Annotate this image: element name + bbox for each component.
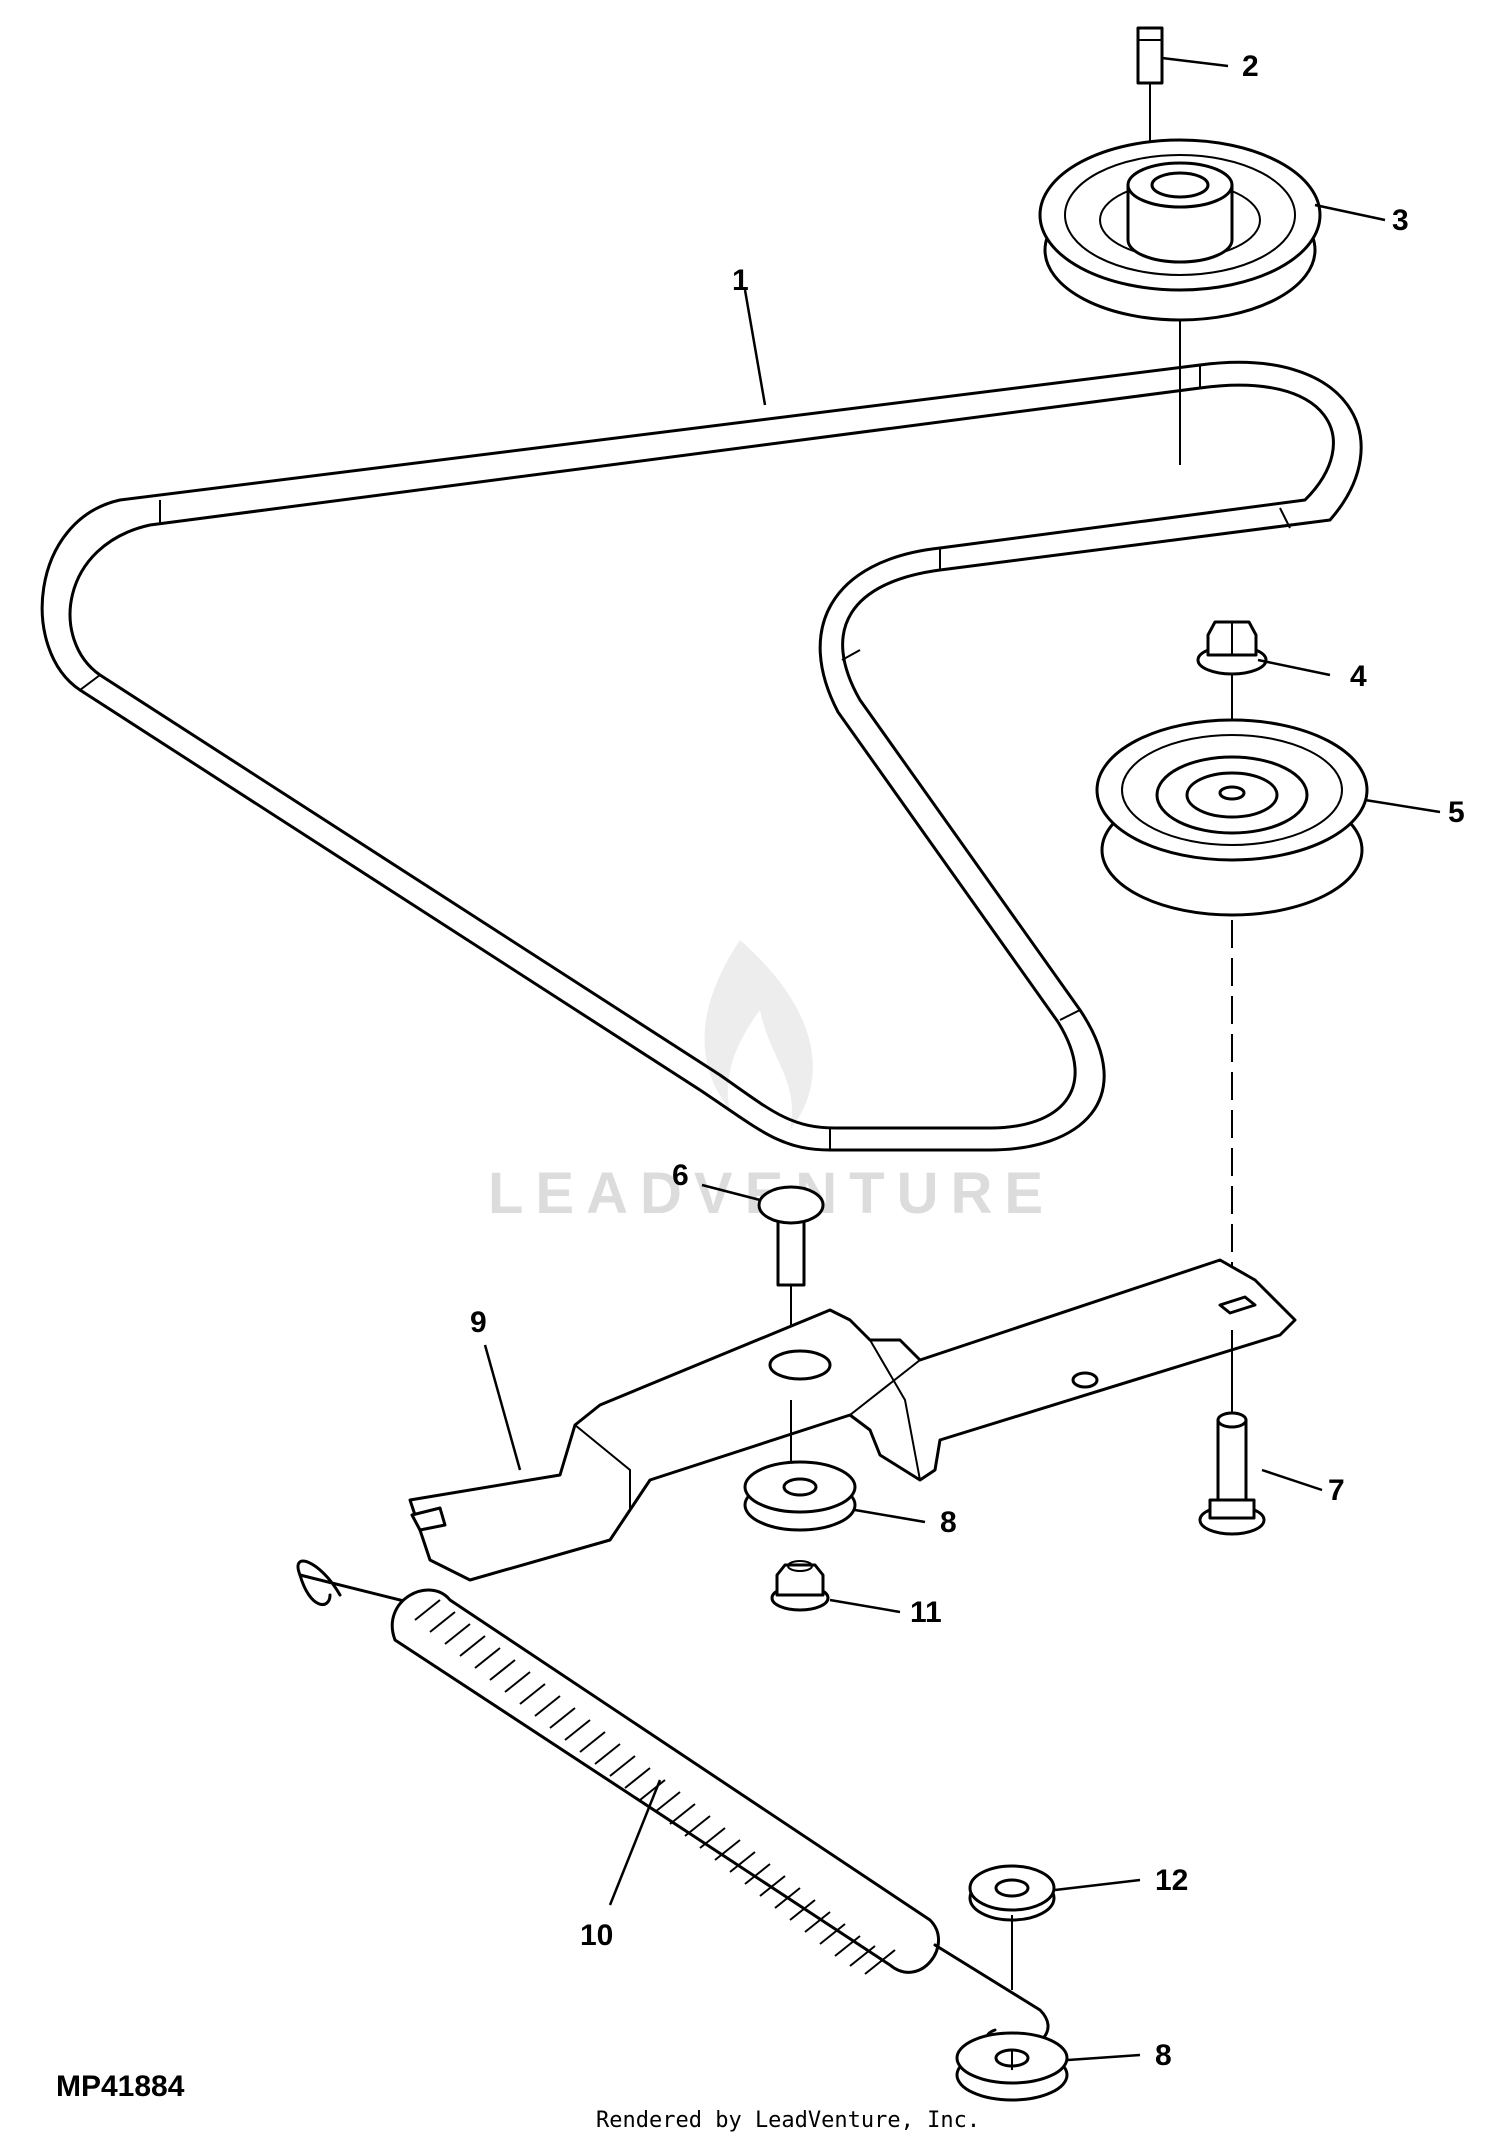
callout-2: 2	[1242, 50, 1259, 83]
leader-lines	[483, 56, 1441, 2062]
v-belt	[40, 360, 1363, 1152]
render-credit: Rendered by LeadVenture, Inc.	[596, 2108, 981, 2133]
callout-labels: 2 3 1 4 5 6 7 8 11 9 10 12 8	[470, 50, 1465, 2072]
callout-4: 4	[1350, 660, 1367, 693]
callout-8-upper: 8	[940, 1506, 957, 1539]
spacer-lower	[955, 2031, 1069, 2102]
watermark-logo	[704, 940, 813, 1130]
carriage-bolt	[757, 1185, 825, 1330]
idler-pulley	[1095, 718, 1369, 1300]
callout-1: 1	[732, 264, 749, 297]
figure-id: MP41884	[56, 2070, 185, 2103]
callout-8-lower: 8	[1155, 2039, 1172, 2072]
lock-nut	[770, 1560, 830, 1612]
callout-12: 12	[1155, 1864, 1188, 1897]
callout-10: 10	[580, 1919, 613, 1952]
washer	[968, 1864, 1056, 1990]
flange-nut	[1196, 620, 1268, 770]
shoulder-bolt	[1198, 1330, 1266, 1536]
spring-coils	[414, 1599, 896, 1975]
key	[1136, 26, 1164, 160]
idler-arm	[408, 1258, 1297, 1582]
extension-spring	[296, 1559, 1050, 2052]
callout-6: 6	[672, 1159, 689, 1192]
callout-7: 7	[1328, 1474, 1345, 1507]
callout-3: 3	[1392, 204, 1409, 237]
callout-9: 9	[470, 1306, 487, 1339]
callout-5: 5	[1448, 796, 1465, 829]
spacer-upper	[743, 1400, 857, 1532]
callout-11: 11	[910, 1596, 942, 1629]
pulley-upper	[1038, 138, 1322, 465]
